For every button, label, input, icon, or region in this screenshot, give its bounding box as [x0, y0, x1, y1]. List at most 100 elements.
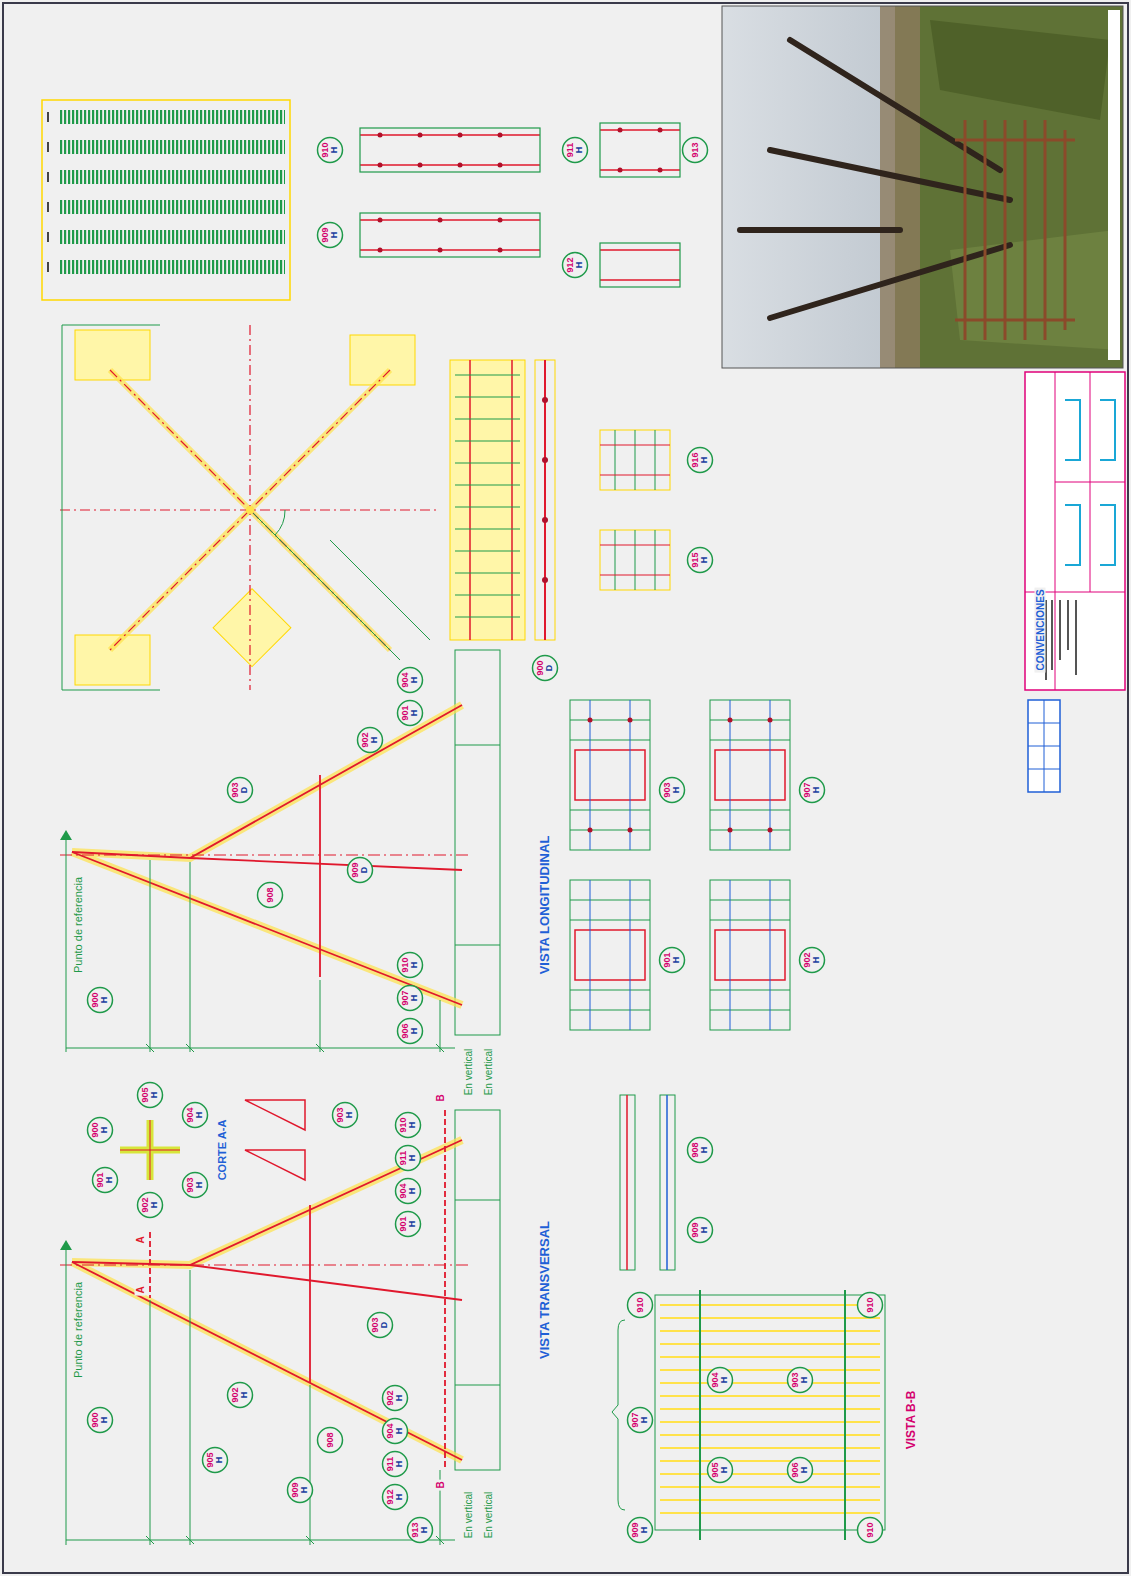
rebar-detail	[378, 128, 663, 253]
callout-number: 903	[186, 1177, 195, 1192]
bubble-text: 908	[326, 1432, 335, 1447]
section-view	[660, 1304, 880, 1306]
tower-elevation	[150, 860, 151, 1052]
tower-elevation	[66, 1048, 455, 1049]
bubble-text: 900D	[536, 660, 554, 675]
small-table	[1028, 700, 1060, 792]
site-photo	[1024, 120, 1027, 340]
callout-bubble: 909H	[316, 221, 344, 249]
callout-number: 903	[371, 1317, 380, 1332]
bubble-outline	[563, 138, 588, 163]
beam-elevation	[455, 550, 520, 551]
view-title: VISTA LONGITUDINAL	[538, 834, 552, 977]
rebar-detail	[360, 134, 540, 136]
callout-bubble: 912H	[561, 251, 589, 279]
plan-view	[250, 510, 330, 590]
rebar-cage	[588, 718, 633, 833]
bubble-outline	[138, 1083, 163, 1108]
section-view	[699, 1290, 701, 1540]
plan-view	[330, 540, 430, 640]
callout-bubble: 910H	[316, 136, 344, 164]
bubble-text: 911H	[566, 143, 584, 158]
bubble-outline	[318, 223, 343, 248]
bubble-outline	[383, 1386, 408, 1411]
bubble-text: 900H	[91, 992, 109, 1007]
callout-bubble: 902H	[798, 946, 826, 974]
rebar-cage	[590, 880, 630, 1030]
callout-number: 910	[866, 1522, 875, 1537]
tower-elevation	[72, 1140, 462, 1265]
callout-number: 912	[566, 257, 575, 272]
rebar-detail	[438, 218, 443, 223]
bubble-text: 910	[866, 1297, 875, 1312]
tower-elevation	[146, 1536, 154, 1544]
section-view	[612, 1290, 885, 1540]
rebar-detail	[600, 169, 680, 171]
rebar-detail	[360, 130, 680, 280]
section-view	[655, 1295, 885, 1530]
site-photo	[740, 227, 900, 233]
site-photo	[1044, 120, 1047, 340]
site-photo	[722, 6, 1123, 368]
callout-number: 903	[336, 1107, 345, 1122]
callout-number: 911	[566, 143, 575, 158]
callout-bubble: 900H	[86, 986, 114, 1014]
tower-elevation	[72, 1110, 462, 1470]
callout-number: 905	[711, 1462, 720, 1477]
callout-number: 902	[361, 732, 370, 747]
beam-elevation	[511, 360, 513, 640]
callout-letter: H	[395, 1494, 404, 1501]
bubble-text: 910H	[401, 957, 419, 972]
rebar-cage	[710, 880, 790, 1030]
callout-bubble: 907H	[626, 1406, 654, 1434]
bubble-outline	[688, 548, 713, 573]
bubble-outline	[333, 1103, 358, 1128]
callout-letter: H	[100, 1417, 109, 1424]
conventions-box	[1059, 600, 1061, 660]
site-photo	[930, 20, 1110, 120]
bubble-outline	[398, 986, 423, 1011]
rebar-cage	[768, 718, 773, 723]
callout-bubble: 900H	[86, 1406, 114, 1434]
rebar-cage	[575, 750, 645, 800]
rebar-detail	[378, 133, 383, 138]
bubble-outline	[396, 1146, 421, 1171]
rebar-cage	[728, 828, 733, 833]
bubble-outline	[396, 1212, 421, 1237]
dimension-note: En vertical	[483, 1490, 494, 1541]
bubble-text: 903D	[231, 782, 249, 797]
section-view	[660, 1512, 880, 1514]
callout-bubble: 907H	[798, 776, 826, 804]
tower-elevation	[309, 1205, 311, 1383]
callout-letter: H	[800, 1377, 809, 1384]
callout-number: 901	[401, 705, 410, 720]
tower-elevation	[72, 705, 462, 858]
plan-view	[62, 325, 160, 326]
bubble-outline	[398, 953, 423, 978]
conventions-box	[1055, 482, 1125, 483]
rebar-schedule	[60, 170, 285, 184]
bubble-outline	[183, 1173, 208, 1198]
bubble-outline	[358, 728, 383, 753]
bubble-text: 901H	[663, 952, 681, 967]
callout-bubble: 910	[626, 1291, 654, 1319]
callout-letter: H	[672, 787, 681, 794]
callout-letter: H	[215, 1457, 224, 1464]
rebar-cage	[710, 900, 790, 901]
conventions-box	[1051, 600, 1053, 670]
rebar-cage	[730, 880, 731, 1030]
rebar-cage	[588, 718, 593, 723]
rebar-schedule	[60, 260, 285, 274]
rebar-schedule	[47, 112, 49, 272]
bubble-outline	[688, 1218, 713, 1243]
tower-elevation	[120, 1120, 180, 1180]
section-view	[660, 1343, 880, 1345]
callout-letter: H	[408, 1122, 417, 1129]
rebar-detail	[360, 123, 680, 287]
bubble-text: 902H	[386, 1390, 404, 1405]
rebar-detail	[600, 243, 680, 287]
bubble-outline	[318, 138, 343, 163]
callout-letter: H	[408, 1221, 417, 1228]
tower-elevation	[72, 1262, 462, 1460]
bubble-outline	[683, 138, 708, 163]
